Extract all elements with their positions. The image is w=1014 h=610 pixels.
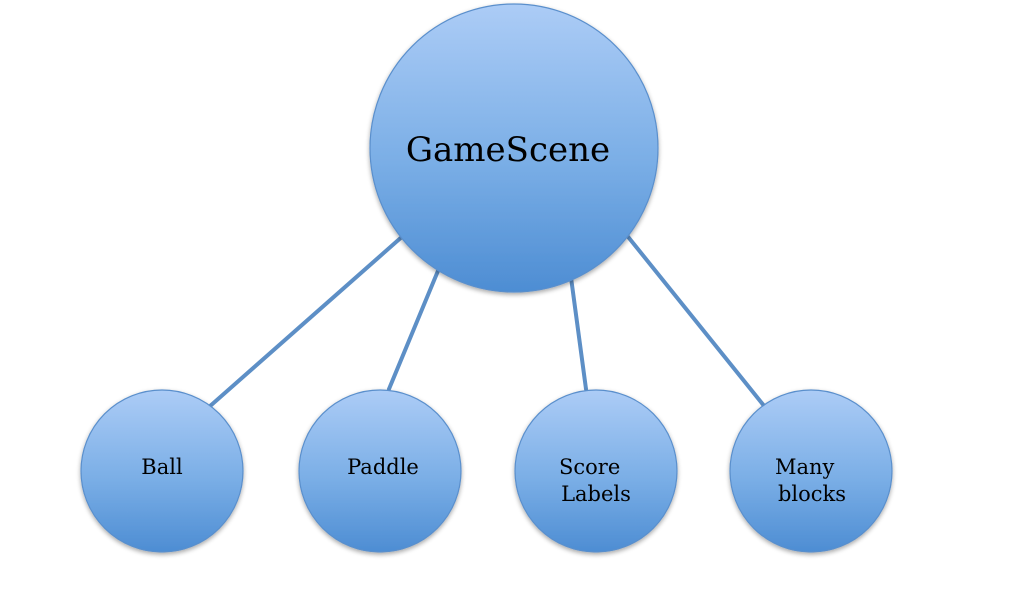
child-node-label-line: Paddle <box>347 455 419 479</box>
child-node-label: Ball <box>141 455 183 479</box>
root-node-label: GameScene <box>406 130 610 170</box>
child-node-score-labels: Score Labels <box>514 389 678 553</box>
child-node-circle <box>80 389 244 553</box>
connector-root-score-labels <box>568 268 588 391</box>
child-node-label-line: blocks <box>778 482 846 506</box>
root-node-circle <box>369 3 659 293</box>
root-node: GameScene <box>369 3 659 293</box>
connector-root-paddle <box>387 264 442 391</box>
connectors <box>207 231 767 409</box>
child-node-label-line: Labels <box>561 482 631 506</box>
child-node-label-line: Score <box>559 455 620 479</box>
child-node-circle <box>298 389 462 553</box>
child-node-label: Many blocks <box>775 455 846 506</box>
child-node-paddle: Paddle <box>298 389 462 553</box>
connector-root-ball <box>207 233 406 409</box>
child-node-label-line: Ball <box>141 455 183 479</box>
child-node-circle <box>729 389 893 553</box>
child-node-circle <box>514 389 678 553</box>
child-node-label: Paddle <box>347 455 419 479</box>
child-node-ball: Ball <box>80 389 244 553</box>
connector-root-many-blocks <box>623 231 767 409</box>
child-node-label: Score Labels <box>559 455 631 506</box>
child-node-many-blocks: Many blocks <box>729 389 893 553</box>
child-node-label-line: Many <box>775 455 835 479</box>
